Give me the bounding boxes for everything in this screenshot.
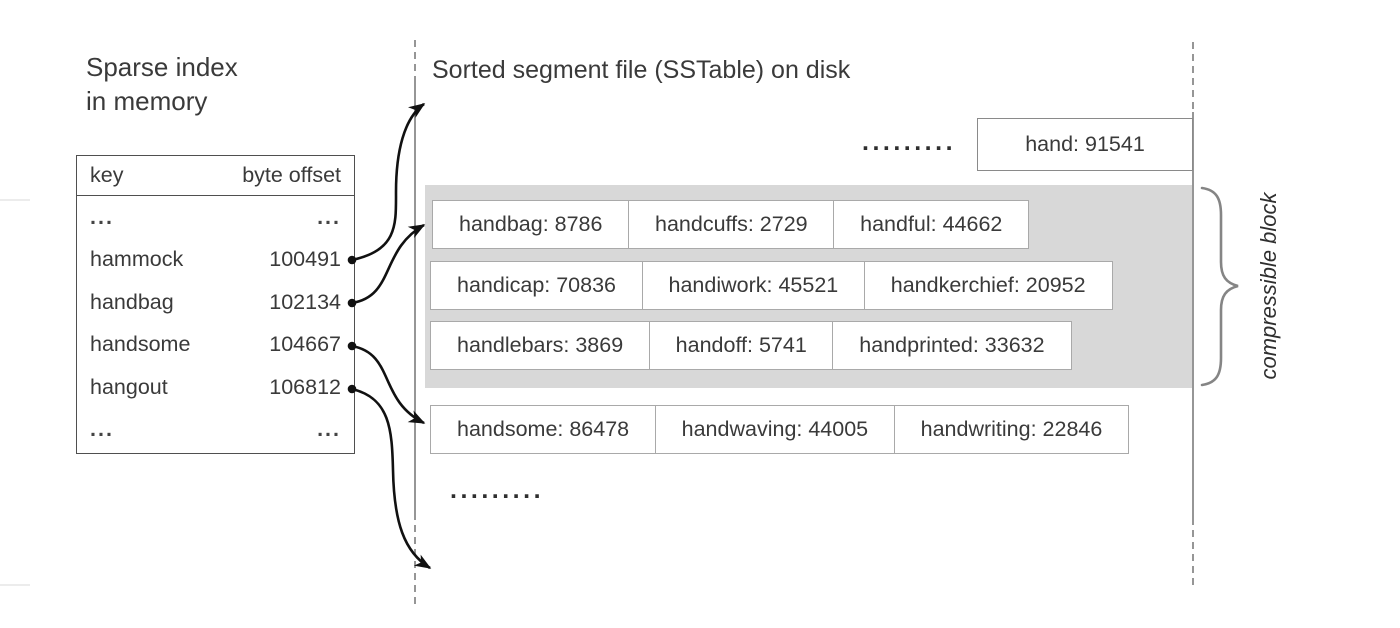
sparse-index-title: Sparse index in memory [86, 50, 238, 118]
compressible-block-label: compressible block [1256, 192, 1281, 380]
sstable-entry: handlebars: 3869 [430, 321, 651, 370]
compressible-block-brace [1200, 186, 1239, 387]
arrow-handsome [351, 344, 426, 425]
sparse-index-title-line1: Sparse index [86, 52, 238, 82]
page-edge-artifact-top [0, 199, 30, 201]
offset-cell: ... [317, 417, 341, 442]
key-cell: handbag [90, 289, 174, 314]
sparse-index-title-line2: in memory [86, 86, 208, 116]
sparse-index-table-body: ... ... hammock 100491 handbag 102134 ha… [77, 196, 354, 451]
key-cell: handsome [90, 332, 191, 357]
table-row-handsome: handsome 104667 [77, 324, 354, 367]
sstable-block-row-2: handicap: 70836 handiwork: 45521 handker… [430, 261, 1113, 310]
sstable-entry: handcuffs: 2729 [627, 200, 835, 249]
sstable-entry: handicap: 70836 [430, 261, 644, 310]
column-header-byte-offset: byte offset [242, 163, 341, 187]
page-edge-artifact-bottom [0, 584, 30, 586]
offset-cell: 102134 [269, 289, 341, 314]
sstable-entry-hand: hand: 91541 [977, 118, 1193, 171]
ellipsis-dots-top: ......... [862, 128, 957, 156]
offset-cell: 106812 [269, 374, 341, 399]
sstable-title: Sorted segment file (SSTable) on disk [432, 56, 851, 84]
sstable-entry: handoff: 5741 [648, 321, 834, 370]
offset-cell: 100491 [269, 247, 341, 272]
sstable-entry: handwriting: 22846 [893, 405, 1130, 454]
offset-cell: ... [317, 204, 341, 229]
key-cell: ... [90, 417, 114, 442]
sstable-entry: handwaving: 44005 [654, 405, 896, 454]
index-arrows [351, 102, 432, 570]
sstable-entry: handkerchief: 20952 [863, 261, 1113, 310]
sstable-block-row-1: handbag: 8786 handcuffs: 2729 handful: 4… [432, 200, 1030, 249]
sstable-entry: handsome: 86478 [430, 405, 657, 454]
sstable-entry: handprinted: 33632 [832, 321, 1072, 370]
key-cell: ... [90, 204, 114, 229]
ellipsis-dots-bottom: ......... [450, 476, 545, 504]
sstable-entry: handful: 44662 [833, 200, 1030, 249]
table-row-ellipsis: ... ... [77, 196, 354, 239]
table-row-ellipsis: ... ... [77, 409, 354, 452]
arrow-hangout [351, 387, 432, 570]
sstable-entry: handbag: 8786 [432, 200, 630, 249]
key-cell: hangout [90, 374, 168, 399]
table-row-hangout: hangout 106812 [77, 366, 354, 409]
column-header-key: key [90, 163, 124, 187]
arrow-handbag [351, 223, 426, 305]
arrow-hammock [351, 102, 426, 262]
sstable-entry: handiwork: 45521 [641, 261, 866, 310]
sparse-index-table: key byte offset ... ... hammock 100491 h… [76, 155, 355, 454]
sstable-row-4: handsome: 86478 handwaving: 44005 handwr… [430, 405, 1130, 454]
offset-cell: 104667 [269, 332, 341, 357]
sparse-index-table-header: key byte offset [77, 156, 354, 196]
sstable-block-row-3: handlebars: 3869 handoff: 5741 handprint… [430, 321, 1072, 370]
table-row-handbag: handbag 102134 [77, 281, 354, 324]
table-row-hammock: hammock 100491 [77, 239, 354, 282]
key-cell: hammock [90, 247, 184, 272]
